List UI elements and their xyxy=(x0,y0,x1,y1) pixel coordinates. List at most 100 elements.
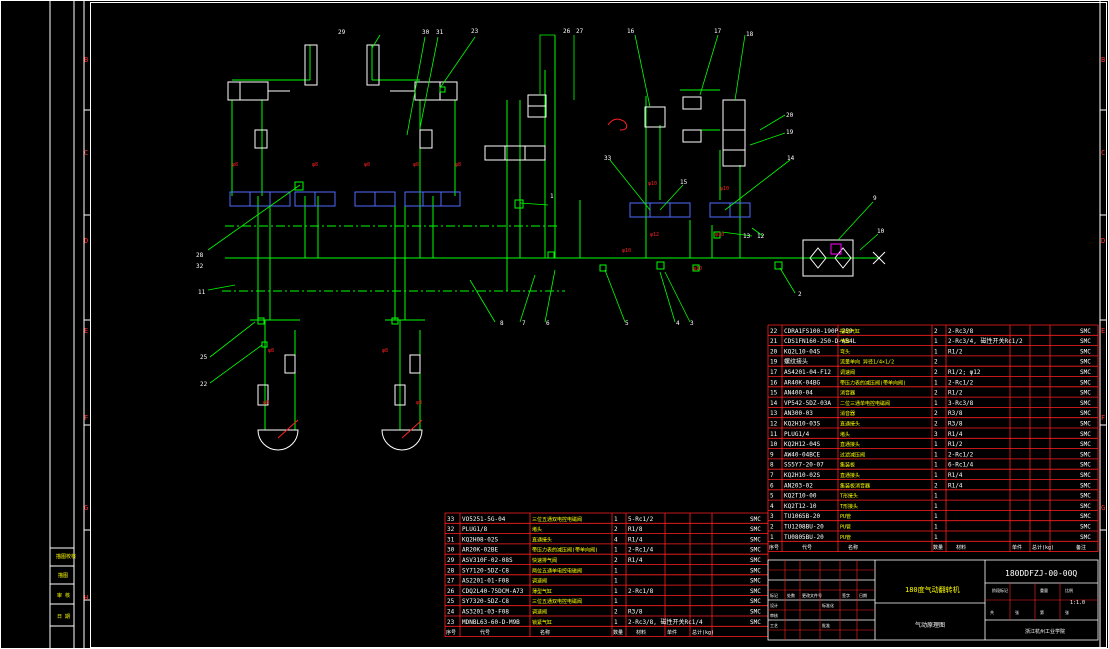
table-cell: 3 xyxy=(770,513,774,520)
table-cell: 消音器 xyxy=(840,410,855,417)
balloon-8: 8 xyxy=(500,320,504,327)
valve-mid xyxy=(629,202,691,218)
table-cell: CDRA1FS100-190P-J59 xyxy=(784,328,853,335)
table-cell: VP542-5DZ-03A xyxy=(784,400,831,407)
pipe-label: φ8 xyxy=(364,162,370,168)
table-cell: R3/8 xyxy=(628,609,643,616)
balloon-19: 19 xyxy=(786,129,794,136)
quick-exhaust-29 xyxy=(304,44,318,86)
table-cell: 2 xyxy=(614,557,618,564)
table-cell: 4 xyxy=(770,503,774,510)
table-cell: 快速排气阀 xyxy=(532,557,557,564)
table-cell-vendor: SMC xyxy=(750,578,761,585)
tb-label: 工艺 xyxy=(770,623,778,628)
table-cell: 螺纹接头 xyxy=(784,358,808,366)
table-cell: 12 xyxy=(770,421,778,428)
table-cell: 2 xyxy=(934,359,938,366)
table-cell: 1 xyxy=(934,441,938,448)
table-cell: SY7320-5DZ-C8 xyxy=(462,598,509,605)
table-header-cell: 名称 xyxy=(540,629,550,636)
table-cell-vendor: SMC xyxy=(750,567,761,574)
table-cell: R1/4 xyxy=(948,482,963,489)
table-cell: KQ2H08-02S xyxy=(462,536,499,543)
table-cell-vendor: SMC xyxy=(750,547,761,554)
table-cell: AW40-04BCE xyxy=(784,451,821,458)
tb-label: 重量 xyxy=(1040,587,1048,593)
table-cell: 1 xyxy=(934,503,938,510)
pipe-label: φ8 xyxy=(455,162,461,168)
table-cell: AS2201-01-F08 xyxy=(462,578,509,585)
table-cell: 15 xyxy=(770,390,778,397)
pipe-size-labels: φ8 φ8 φ8 φ8 φ8 φ8 φ8 φ10 φ10 φ10 φ12 φ10… xyxy=(232,162,729,406)
table-cell: KQ2H10-02S xyxy=(784,472,821,479)
tb-label: 共 xyxy=(990,609,994,615)
table-cell: 调速阀 xyxy=(532,578,547,585)
table-cell: R3/8 xyxy=(948,421,963,428)
balloon-17: 17 xyxy=(714,28,722,35)
table-cell: TU0805BU-20 xyxy=(784,534,824,541)
table-cell: 1 xyxy=(934,348,938,355)
table-cell: 二位三通单电控电磁阀 xyxy=(840,400,890,407)
table-cell: 气缸 xyxy=(840,338,850,345)
table-cell: 21 xyxy=(770,338,778,345)
title-block: 180度气动翻转机 180DDFZJ-00-00Q 气动原理图 浙江杭州工业学院… xyxy=(767,559,1099,641)
table-cell-vendor: SMC xyxy=(1080,482,1091,489)
table-cell: 23 xyxy=(447,619,455,626)
table-cell: SY7120-5DZ-C8 xyxy=(462,567,509,574)
table-cell: 22 xyxy=(770,328,778,335)
tb-label: 签字 xyxy=(842,592,850,598)
balloon-27: 27 xyxy=(576,28,584,35)
table-header-cell: 数量 xyxy=(933,544,943,551)
table-cell: 堵头 xyxy=(840,431,850,438)
table-cell: 13 xyxy=(770,410,778,417)
table-cell-vendor: SMC xyxy=(1080,379,1091,386)
table-cell: 1 xyxy=(934,493,938,500)
table-cell: KQ2H12-04S xyxy=(784,441,821,448)
drawing-number: 180DDFZJ-00-00Q xyxy=(1005,569,1077,578)
table-cell: 2 xyxy=(934,410,938,417)
tb-label: 比例 xyxy=(1065,587,1073,593)
pipe-label: φ8 xyxy=(312,162,318,168)
balloon-29: 29 xyxy=(338,29,346,36)
zone-letter: G xyxy=(84,504,88,512)
table-cell-vendor: SMC xyxy=(750,619,761,626)
product-name: 180度气动翻转机 xyxy=(905,585,960,594)
zone-letter: C xyxy=(84,149,88,157)
table-cell: 直通接头 xyxy=(840,441,860,448)
tb-label: 张 xyxy=(1015,609,1019,615)
schematic: 1 2 3 4 5 6 7 8 9 10 11 12 13 14 15 16 1… xyxy=(196,28,886,451)
table-cell: 锁紧气缸 xyxy=(532,619,552,626)
table-cell-vendor: SMC xyxy=(1080,493,1091,500)
table-cell: VO5251-5G-04 xyxy=(462,516,506,523)
table-cell: 14 xyxy=(770,400,778,407)
pipe-label: φ10 xyxy=(693,266,702,272)
zone-letter: B xyxy=(1101,56,1105,64)
table-cell: 7 xyxy=(770,472,774,479)
table-cell: R1/2 xyxy=(948,441,963,448)
table-cell: 2-Rc1/2 xyxy=(948,451,974,458)
table-cell: PU管 xyxy=(840,513,851,520)
table-cell: 5 xyxy=(770,493,774,500)
table-cell: 2-Rc3/4, 磁性开关Rc1/2 xyxy=(948,337,1023,345)
table-cell: 两位五通单电控电磁阀 xyxy=(532,567,582,574)
table-cell: R1/4 xyxy=(948,472,963,479)
tb-label: 第 xyxy=(1040,609,1044,615)
table-header-cell: 序号 xyxy=(446,629,456,636)
strip-label: 日 期 xyxy=(57,614,70,620)
table-cell-vendor: SMC xyxy=(750,588,761,595)
pipe-label: φ10 xyxy=(622,248,631,254)
valve-33-left xyxy=(229,191,291,207)
table-cell: 10 xyxy=(770,441,778,448)
table-cell: R1/8 xyxy=(628,526,643,533)
balloon-28: 28 xyxy=(196,252,204,259)
table-cell: 32 xyxy=(447,526,455,533)
balloon-labels: 1 2 3 4 5 6 7 8 9 10 11 12 13 14 15 16 1… xyxy=(196,28,885,388)
filter-regulator-9 xyxy=(802,239,854,277)
table-cell: 1 xyxy=(934,400,938,407)
balloon-9: 9 xyxy=(873,195,877,202)
table-cell: 6 xyxy=(770,482,774,489)
zone-letter: B xyxy=(84,56,88,64)
table-cell: 带压力表的减压阀(带单向阀) xyxy=(840,379,906,386)
